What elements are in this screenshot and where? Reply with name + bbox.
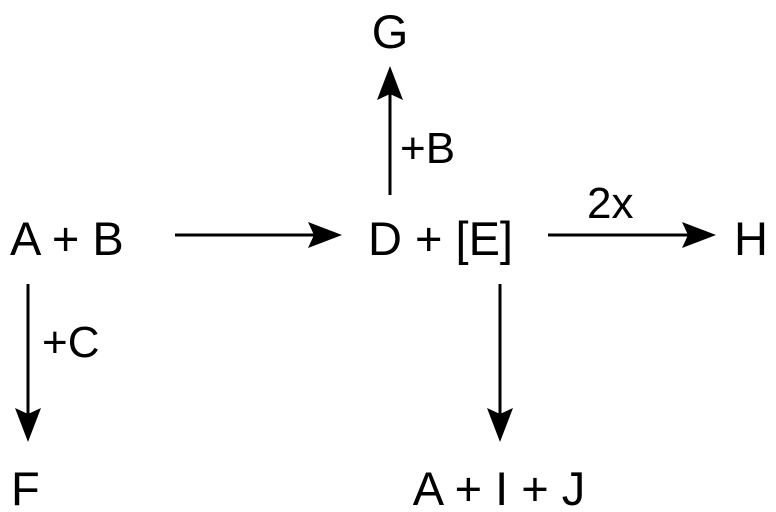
- node-f: F: [11, 462, 40, 512]
- node-a-plus-i-plus-j: A + I + J: [413, 462, 585, 512]
- arrow-de-to-aij: [487, 284, 513, 442]
- edge-label-2x: 2x: [587, 179, 633, 228]
- node-d-plus-e: D + [E]: [368, 212, 513, 265]
- node-g: G: [372, 5, 409, 58]
- arrow-ab-to-de: [175, 222, 342, 248]
- arrow-de-to-g: [377, 66, 403, 195]
- arrow-de-to-h: [548, 222, 716, 248]
- arrow-ab-to-f: [15, 284, 41, 442]
- edge-label-plus-c: +C: [42, 318, 99, 367]
- node-a-plus-b: A + B: [10, 212, 124, 265]
- node-h: H: [734, 212, 768, 265]
- edge-label-plus-b: +B: [400, 124, 455, 173]
